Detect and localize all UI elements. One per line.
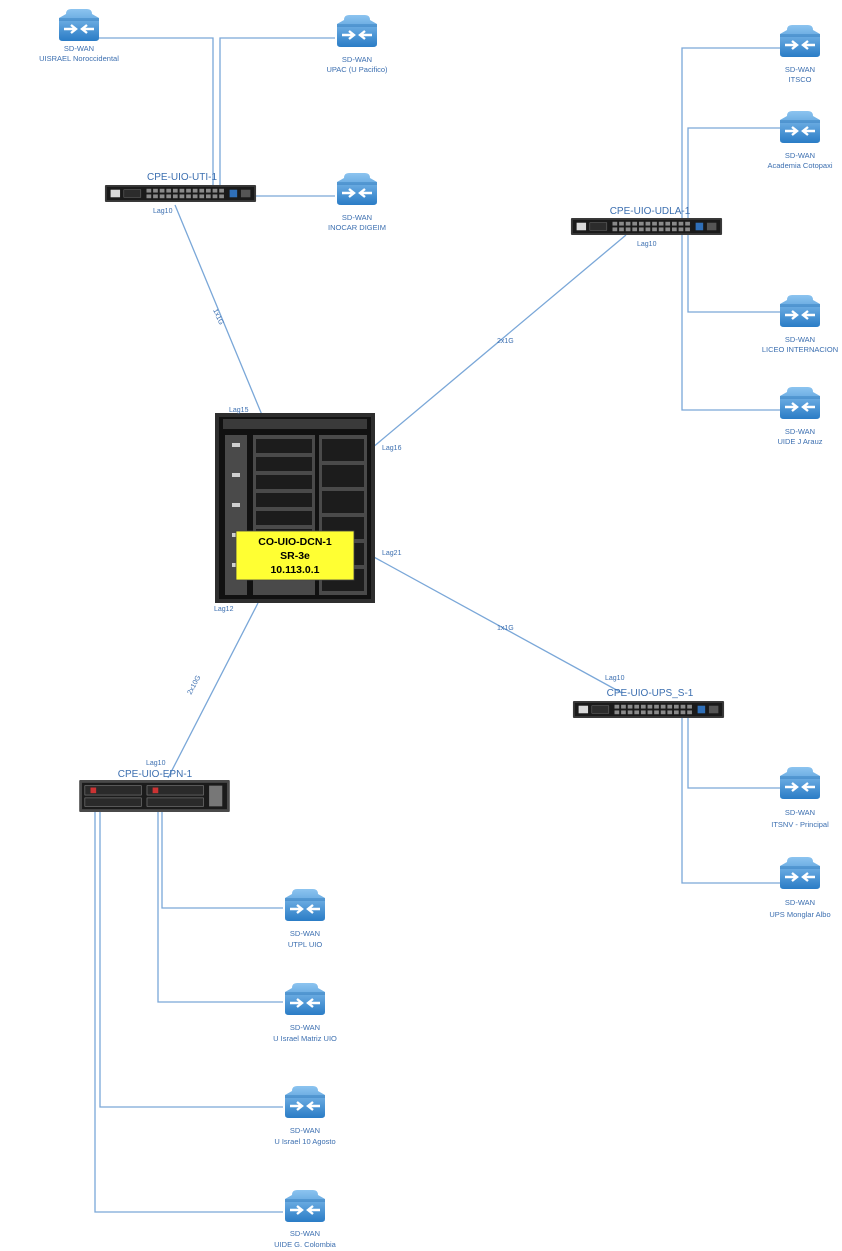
core-router-label-box	[235, 530, 355, 581]
link-udla-itsco	[681, 47, 780, 220]
switch-chassis-icon	[572, 701, 725, 718]
core-lag-top: Lag15	[229, 407, 249, 414]
link-ups-monglar	[681, 718, 780, 884]
cpe-ups[interactable]: Lag10 CPE-UIO-UPS_S-1	[572, 675, 725, 718]
link-label-uti: 1x1G	[211, 308, 224, 326]
link-uti-upac	[219, 37, 335, 188]
sdwan-node-inocar[interactable]: SD-WAN INOCAR DIGEIM	[328, 172, 386, 232]
link-epn-utpl	[161, 812, 283, 909]
cpe-ups-lag: Lag10	[605, 675, 625, 682]
sdwan-node-utpl[interactable]: SD-WAN UTPL UIO	[283, 888, 327, 949]
cpe-uti-lag: Lag10	[153, 208, 173, 215]
sdwan-type-label: SD-WAN	[785, 335, 815, 344]
core-router-ip: 10.113.0.1	[270, 564, 319, 576]
sdwan-type-label: SD-WAN	[290, 1023, 320, 1032]
cpe-udla-lag: Lag10	[637, 241, 657, 248]
sdwan-node-upac[interactable]: SD-WAN UPAC (U Pacifico)	[326, 14, 388, 74]
sdwan-node-icon	[283, 1189, 327, 1223]
cpe-udla-name: CPE-UIO-UDLA-1	[610, 206, 691, 217]
cpe-ups-name: CPE-UIO-UPS_S-1	[607, 688, 694, 699]
sdwan-site-name: UIDE G. Colombia	[274, 1240, 337, 1249]
sdwan-type-label: SD-WAN	[785, 151, 815, 160]
sdwan-site-name: ITSCO	[789, 75, 812, 84]
link-label-ups: 1x1G	[497, 625, 514, 632]
sdwan-type-label: SD-WAN	[342, 213, 372, 222]
link-ups-itsnv	[687, 718, 780, 789]
sdwan-node-uide-arauz[interactable]: SD-WAN UIDE J Arauz	[777, 386, 823, 446]
sdwan-type-label: SD-WAN	[785, 808, 815, 817]
sdwan-node-uisrael-10agosto[interactable]: SD-WAN U Israel 10 Agosto	[274, 1085, 336, 1146]
sdwan-node-icon	[778, 24, 822, 58]
switch-chassis-icon	[78, 780, 231, 812]
link-core-uti[interactable]	[174, 204, 263, 416]
sdwan-node-liceo[interactable]: SD-WAN LICEO INTERNACION	[762, 294, 838, 354]
link-core-udla[interactable]	[371, 234, 627, 449]
sdwan-node-icon	[335, 14, 379, 48]
sdwan-node-icon	[778, 386, 822, 420]
sdwan-type-label: SD-WAN	[785, 898, 815, 907]
switch-chassis-icon	[570, 218, 723, 235]
sdwan-node-cotopaxi[interactable]: SD-WAN Academia Cotopaxi	[767, 110, 833, 170]
sdwan-site-name: U Israel Matriz UIO	[273, 1034, 337, 1043]
sdwan-type-label: SD-WAN	[785, 65, 815, 74]
sdwan-site-name: UISRAEL Noroccidental	[39, 54, 119, 63]
cpe-uti[interactable]: CPE-UIO-UTI-1 Lag10	[104, 172, 257, 215]
link-udla-cotopaxi	[687, 127, 780, 220]
sdwan-node-icon	[335, 172, 379, 206]
sdwan-site-name: UTPL UIO	[288, 940, 322, 949]
sdwan-type-label: SD-WAN	[290, 1229, 320, 1238]
core-router-name: CO-UIO-DCN-1	[258, 536, 332, 548]
link-core-epn[interactable]	[167, 602, 259, 779]
link-uti-uisrael	[80, 37, 214, 188]
sdwan-node-itsco[interactable]: SD-WAN ITSCO	[778, 24, 822, 84]
cpe-uti-name: CPE-UIO-UTI-1	[147, 172, 217, 183]
sdwan-node-icon	[778, 110, 822, 144]
sdwan-type-label: SD-WAN	[290, 929, 320, 938]
sdwan-site-name: INOCAR DIGEIM	[328, 223, 386, 232]
core-router-model: SR-3e	[280, 550, 310, 562]
cpe-epn-name: CPE-UIO-EPN-1	[118, 769, 193, 780]
link-label-udla: 2x1G	[497, 338, 514, 345]
sdwan-site-name: ITSNV - Principal	[771, 820, 829, 829]
sdwan-site-name: Academia Cotopaxi	[767, 161, 832, 170]
core-router[interactable]: CO-UIO-DCN-1 SR-3e 10.113.0.1	[215, 413, 375, 603]
sdwan-type-label: SD-WAN	[290, 1126, 320, 1135]
link-epn-10agosto	[99, 812, 283, 1108]
link-epn-colombia	[94, 812, 283, 1213]
sdwan-node-itsnv[interactable]: SD-WAN ITSNV - Principal	[771, 766, 829, 829]
sdwan-type-label: SD-WAN	[785, 427, 815, 436]
link-udla-liceo	[687, 235, 780, 313]
cpe-epn[interactable]: Lag10 CPE-UIO-EPN-1	[78, 760, 231, 812]
sdwan-site-name: U Israel 10 Agosto	[274, 1137, 335, 1146]
cpe-epn-lag: Lag10	[146, 760, 166, 767]
sdwan-node-uisrael[interactable]: SD-WAN UISRAEL Noroccidental	[39, 8, 119, 63]
cpe-udla[interactable]: CPE-UIO-UDLA-1 Lag10	[570, 206, 723, 248]
core-lag-bottom: Lag12	[214, 606, 234, 613]
core-lag-right2: Lag21	[382, 550, 402, 557]
sdwan-site-name: UPAC (U Pacifico)	[326, 65, 388, 74]
sdwan-site-name: UPS Monglar Albo	[769, 910, 830, 919]
sdwan-node-uide-colombia[interactable]: SD-WAN UIDE G. Colombia	[274, 1189, 337, 1249]
link-label-epn: 2x10G	[187, 674, 203, 695]
sdwan-node-icon	[57, 8, 101, 42]
sdwan-node-uisrael-matriz[interactable]: SD-WAN U Israel Matriz UIO	[273, 982, 337, 1043]
sdwan-type-label: SD-WAN	[342, 55, 372, 64]
sdwan-node-icon	[283, 888, 327, 922]
switch-chassis-icon	[104, 185, 257, 202]
link-lines	[80, 37, 780, 1213]
sdwan-node-icon	[778, 294, 822, 328]
sdwan-node-icon	[283, 982, 327, 1016]
link-udla-uide	[681, 235, 780, 411]
sdwan-node-icon	[283, 1085, 327, 1119]
sdwan-node-icon	[778, 766, 822, 800]
sdwan-node-ups-monglar[interactable]: SD-WAN UPS Monglar Albo	[769, 856, 831, 919]
sdwan-type-label: SD-WAN	[64, 44, 94, 53]
sdwan-site-name: LICEO INTERNACION	[762, 345, 838, 354]
core-lag-right: Lag16	[382, 445, 402, 452]
link-core-ups[interactable]	[371, 555, 623, 694]
sdwan-node-icon	[778, 856, 822, 890]
sdwan-site-name: UIDE J Arauz	[777, 437, 822, 446]
link-epn-matriz	[157, 812, 283, 1003]
